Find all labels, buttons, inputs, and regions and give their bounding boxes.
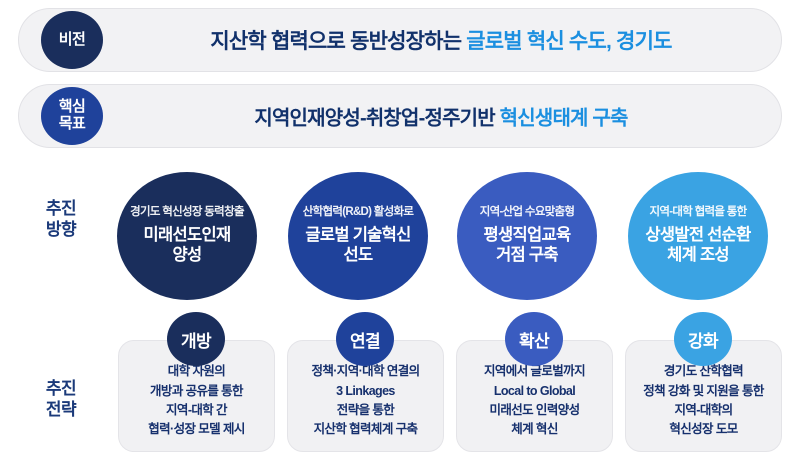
strategy-body-line1: 지역에서 글로벌까지 [484,364,586,379]
direction-circle-4: 지역-대학 협력을 통한 상생발전 선순환 체계 조성 [628,172,768,300]
direction-eyebrow: 지역-산업 수요맞춤형 [479,206,575,219]
direction-eyebrow: 지역-대학 협력을 통한 [649,206,747,219]
strategy-body-line2: 개방과 공유를 통한 [150,383,244,398]
vision-badge: 비전 [41,11,103,69]
strategy-body: 지역에서 글로벌까지 Local to Global 미래선도 인력양성 체계 … [480,362,589,440]
vision-headline-primary: 지산학 협력으로 동반성장하는 [210,30,462,53]
direction-headline-line2: 체계 조성 [667,246,730,265]
direction-headline: 상생발전 선순환 체계 조성 [645,225,751,265]
strategy-body-line3: 지역-대학 간 [166,403,228,417]
vision-badge-label: 비전 [58,30,86,48]
direction-headline-line2: 선도 [343,246,374,265]
row-label-direction-line2: 방향 [45,220,77,240]
strategy-card-2: 정책·지역·대학 연결의 3 Linkages 전략을 통한 지산학 협력체계 … [287,340,444,452]
strategy-badge-4: 강화 [674,312,732,366]
row-label-strategy-line2: 전략 [45,400,77,420]
core-goal-badge-line1: 핵심 [58,98,86,116]
core-goal-headline-primary: 지역인재양성-취창업-정주기반 [254,107,495,130]
direction-headline-line2: 거점 구축 [496,246,559,265]
strategy-body-line2: 3 Linkages [336,383,395,398]
strategy-badge-2: 연결 [336,312,394,366]
strategy-body-line1: 정책·지역·대학 연결의 [311,364,420,379]
direction-headline-line1: 글로벌 기술혁신 [305,226,411,245]
vision-bar: 비전 지산학 협력으로 동반성장하는 글로벌 혁신 수도, 경기도 [18,8,782,72]
core-goal-headline: 지역인재양성-취창업-정주기반 혁신생태계 구축 [119,102,763,131]
core-goal-bar: 핵심 목표 지역인재양성-취창업-정주기반 혁신생태계 구축 [18,84,782,148]
direction-circle-1: 경기도 혁신성장 동력창출 미래선도인재 양성 [117,172,257,300]
direction-headline-line2: 양성 [172,246,203,265]
strategy-body-line1: 대학 자원의 [167,364,226,379]
strategy-body: 경기도 산학협력 정책 강화 및 지원을 통한 지역-대학의 혁신성장 도모 [639,362,768,440]
strategy-badge-1: 개방 [167,312,225,366]
row-label-strategy: 추진 전략 [18,378,104,421]
strategy-body: 대학 자원의 개방과 공유를 통한 지역-대학 간 협력·성장 모델 제시 [144,362,249,440]
strategy-body-line1: 경기도 산학협력 [663,364,744,379]
direction-circle-2: 산학협력(R&D) 활성화로 글로벌 기술혁신 선도 [288,172,428,300]
strategy-body-line4: 협력·성장 모델 제시 [148,422,245,437]
core-goal-badge-line2: 목표 [58,115,86,132]
strategy-body-line3: 전략을 통한 [336,403,395,417]
direction-headline: 글로벌 기술혁신 선도 [305,225,411,265]
vision-headline: 지산학 협력으로 동반성장하는 글로벌 혁신 수도, 경기도 [119,25,763,55]
direction-headline-line1: 상생발전 선순환 [645,226,751,245]
direction-headline-line1: 미래선도인재 [143,226,232,245]
direction-eyebrow: 산학협력(R&D) 활성화로 [302,206,414,219]
strategy-badge-label: 확산 [519,331,550,351]
core-goal-badge: 핵심 목표 [41,87,103,145]
strategy-badge-label: 강화 [688,331,719,351]
strategy-badge-label: 연결 [350,331,381,351]
vision-headline-accent: 글로벌 혁신 수도, 경기도 [466,30,672,53]
row-label-direction: 추진 방향 [18,198,104,241]
direction-headline: 미래선도인재 양성 [143,225,232,265]
direction-eyebrow: 경기도 혁신성장 동력창출 [130,206,244,219]
direction-headline-line1: 평생직업교육 [483,226,572,245]
strategy-body-line2: 정책 강화 및 지원을 통한 [643,383,764,398]
strategy-badge-3: 확산 [505,312,563,366]
row-label-direction-line1: 추진 [45,199,77,218]
direction-headline: 평생직업교육 거점 구축 [483,225,572,265]
direction-circle-3: 지역-산업 수요맞춤형 평생직업교육 거점 구축 [457,172,597,300]
strategy-card-4: 경기도 산학협력 정책 강화 및 지원을 통한 지역-대학의 혁신성장 도모 [625,340,782,452]
row-label-strategy-line1: 추진 [45,379,77,398]
strategy-body-line4: 지산학 협력체계 구축 [313,422,418,437]
strategy-body: 정책·지역·대학 연결의 3 Linkages 전략을 통한 지산학 협력체계 … [307,362,423,440]
strategy-body-line2: Local to Global [493,383,576,398]
strategy-body-line4: 체계 혁신 [511,422,558,437]
strategy-body-line4: 혁신성장 도모 [669,422,738,437]
core-goal-headline-accent: 혁신생태계 구축 [499,107,629,130]
strategy-body-line3: 지역-대학의 [674,403,733,417]
strategy-body-line3: 미래선도 인력양성 [489,403,580,417]
strategy-badge-label: 개방 [181,331,212,351]
